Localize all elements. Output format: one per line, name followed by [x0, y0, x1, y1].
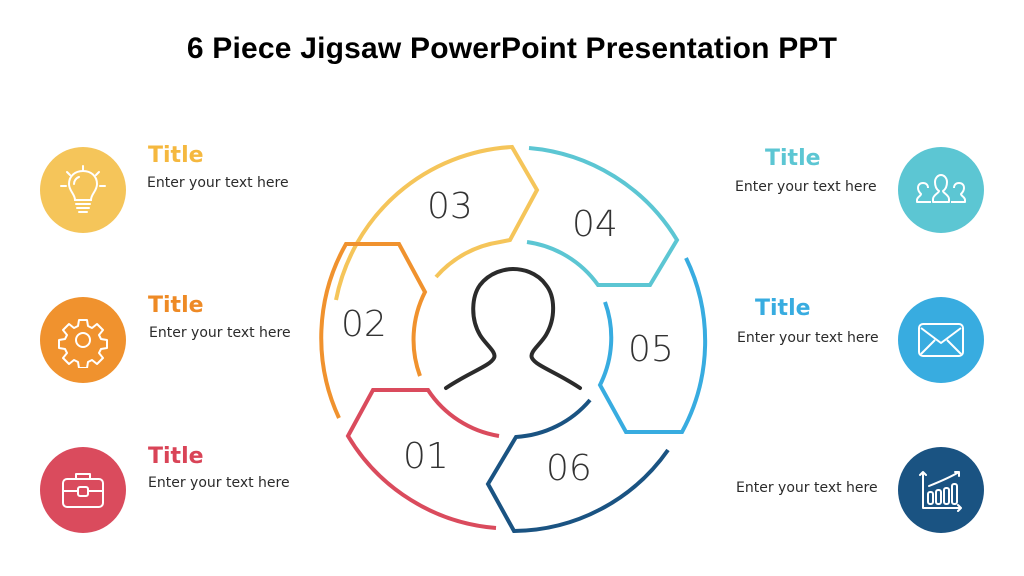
envelope-icon-circle	[898, 297, 984, 383]
right-item-2-title: Title	[755, 296, 811, 321]
user-silhouette-icon	[444, 266, 582, 390]
left-item-1-text: Enter your text here	[147, 175, 289, 191]
lightbulb-icon	[60, 165, 106, 213]
left-item-1-title: Title	[148, 143, 204, 168]
piece-number-03: 03	[427, 186, 473, 227]
users-group-icon-circle	[898, 147, 984, 233]
piece-04[interactable]	[526, 146, 680, 287]
piece-number-05: 05	[628, 329, 674, 370]
page-title: 6 Piece Jigsaw PowerPoint Presentation P…	[186, 32, 838, 65]
gear-icon	[58, 319, 108, 368]
briefcase-icon	[62, 473, 104, 508]
right-item-1-title: Title	[765, 146, 821, 171]
piece-number-04: 04	[572, 204, 618, 245]
piece-06[interactable]	[485, 398, 670, 534]
piece-number-01: 01	[403, 436, 449, 477]
right-item-1-text: Enter your text here	[735, 179, 877, 195]
users-group-icon	[916, 174, 966, 203]
right-item-3-text: Enter your text here	[736, 480, 878, 496]
piece-05[interactable]	[597, 257, 708, 434]
piece-number-02: 02	[341, 304, 387, 345]
piece-01[interactable]	[345, 388, 500, 530]
piece-02[interactable]	[319, 242, 428, 419]
gear-icon-circle	[40, 297, 126, 383]
briefcase-icon-circle	[40, 447, 126, 533]
left-item-3-text: Enter your text here	[148, 475, 290, 491]
piece-number-06: 06	[546, 448, 592, 489]
bar-chart-growth-icon	[919, 471, 962, 512]
lightbulb-icon-circle	[40, 147, 126, 233]
envelope-icon	[918, 323, 964, 357]
left-item-3-title: Title	[148, 444, 204, 469]
left-item-2-title: Title	[148, 293, 204, 318]
right-item-2-text: Enter your text here	[737, 330, 879, 346]
left-item-2-text: Enter your text here	[149, 325, 291, 341]
bar-chart-growth-icon-circle	[898, 447, 984, 533]
